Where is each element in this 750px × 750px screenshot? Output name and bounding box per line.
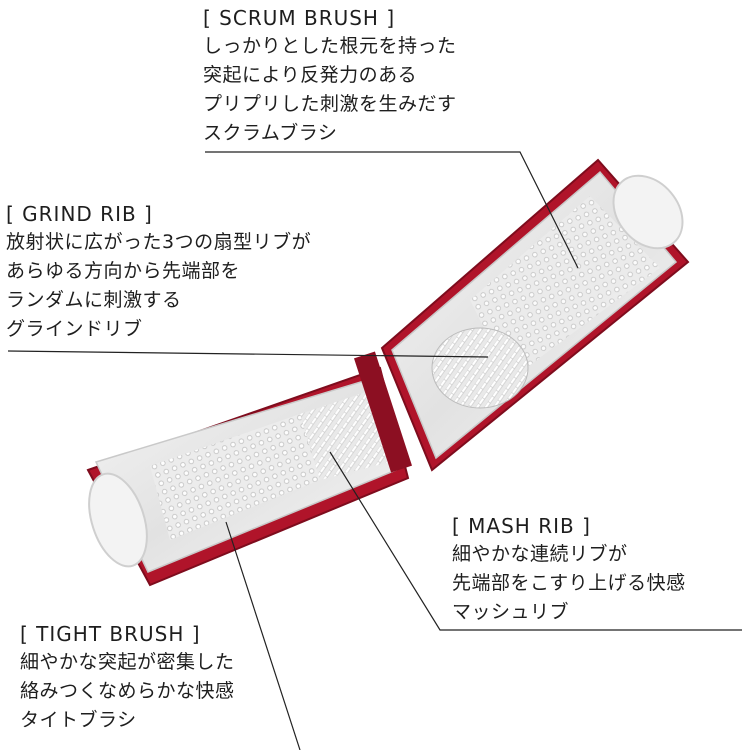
scrum-brush-line-2: 突起により反発力のある bbox=[203, 64, 418, 86]
tight-brush-callout: [ TIGHT BRUSH ] 細やかな突起が密集した 絡みつくなめらかな快感 … bbox=[20, 622, 235, 735]
mash-rib-callout: [ MASH RIB ] 細やかな連続リブが 先端部をこすり上げる快感 マッシュ… bbox=[452, 514, 686, 627]
tight-brush-line-1: 細やかな突起が密集した bbox=[20, 651, 235, 673]
mash-rib-title: [ MASH RIB ] bbox=[452, 514, 591, 538]
scrum-brush-title: [ SCRUM BRUSH ] bbox=[203, 6, 396, 30]
scrum-brush-line-4: スクラムブラシ bbox=[203, 122, 338, 144]
grind-rib-title: [ GRIND RIB ] bbox=[6, 202, 153, 226]
hinge bbox=[353, 351, 413, 473]
grind-leader-line bbox=[7, 350, 489, 358]
mash-rib-line-3: マッシュリブ bbox=[452, 601, 570, 623]
mash-rib-area bbox=[300, 390, 390, 480]
tight-brush-title: [ TIGHT BRUSH ] bbox=[20, 622, 201, 646]
grind-rib-area bbox=[431, 327, 529, 409]
grind-rib-line-2: あらゆる方向から先端部を bbox=[6, 260, 241, 282]
tight-brush-line-3: タイトブラシ bbox=[20, 709, 137, 731]
left-case bbox=[86, 366, 410, 587]
leader-lines bbox=[7, 151, 742, 750]
scrum-brush-line-1: しっかりとした根元を持った bbox=[203, 35, 457, 57]
mash-rib-line-2: 先端部をこすり上げる快感 bbox=[452, 572, 686, 594]
tight-brush-area bbox=[150, 414, 320, 540]
grind-rib-line-3: ランダムに刺激する bbox=[6, 289, 182, 311]
mash-leader-line bbox=[329, 451, 742, 631]
tight-leader-line bbox=[225, 521, 301, 750]
grind-rib-callout: [ GRIND RIB ] 放射状に広がった3つの扇型リブが あらゆる方向から先… bbox=[6, 202, 311, 344]
grind-rib-line-4: グラインドリブ bbox=[6, 318, 143, 340]
mash-rib-line-1: 細やかな連続リブが bbox=[452, 543, 628, 565]
scrum-brush-callout: [ SCRUM BRUSH ] しっかりとした根元を持った 突起により反発力のあ… bbox=[203, 6, 457, 148]
scrum-leader-line bbox=[205, 151, 579, 269]
tight-brush-line-2: 絡みつくなめらかな快感 bbox=[20, 680, 235, 702]
grind-rib-line-1: 放射状に広がった3つの扇型リブが bbox=[6, 231, 312, 253]
scrum-brush-line-3: プリプリした刺激を生みだす bbox=[203, 93, 457, 115]
right-case bbox=[380, 158, 690, 472]
